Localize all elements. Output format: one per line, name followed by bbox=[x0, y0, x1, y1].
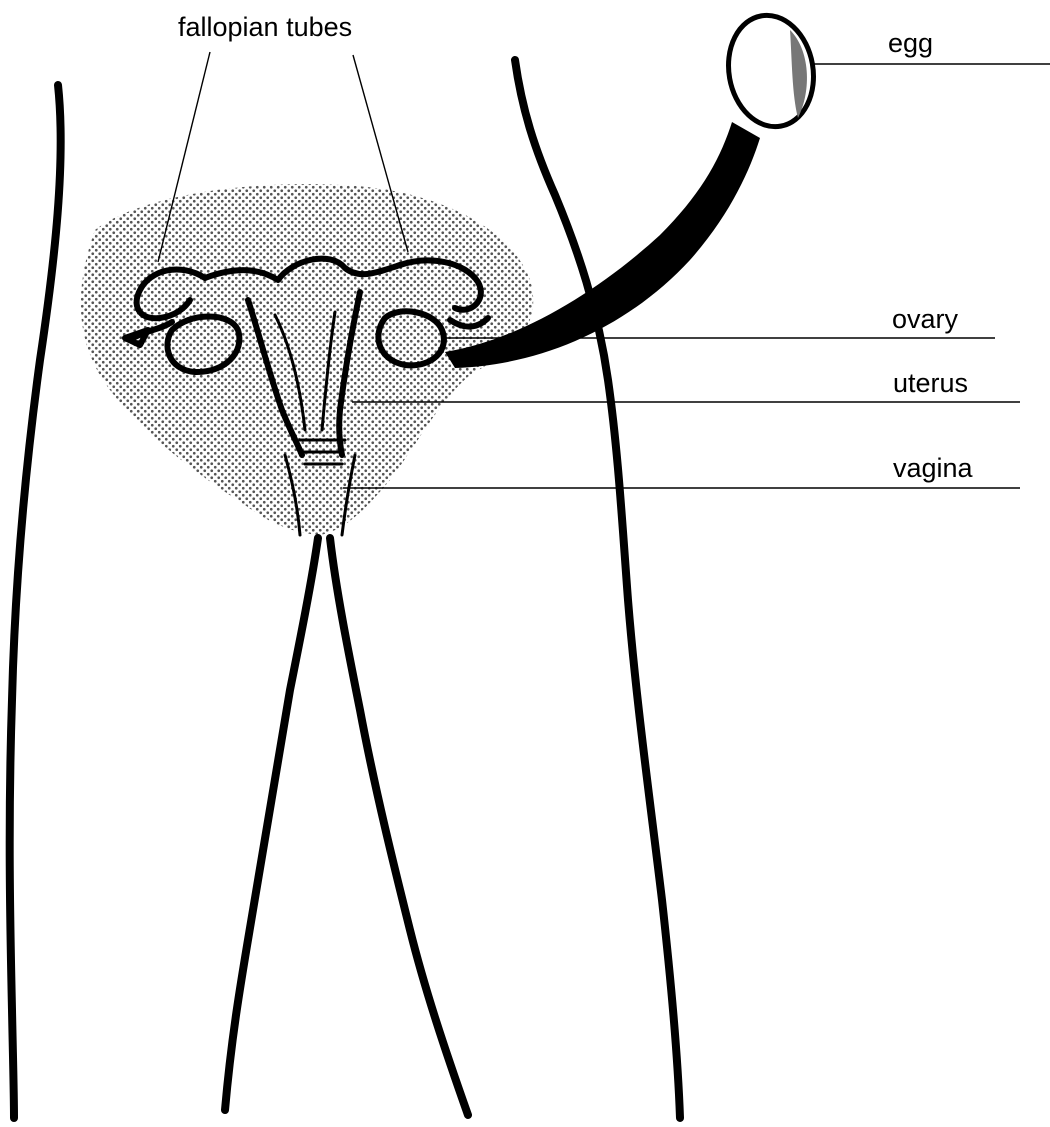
label-uterus: uterus bbox=[893, 368, 968, 398]
leg-inner-right bbox=[330, 538, 468, 1115]
label-vagina: vagina bbox=[893, 453, 974, 483]
label-ovary: ovary bbox=[892, 304, 959, 334]
body-outline-right bbox=[515, 60, 680, 1118]
label-egg: egg bbox=[888, 28, 933, 58]
leg-inner-left bbox=[225, 538, 318, 1110]
label-fallopian-tubes: fallopian tubes bbox=[178, 12, 352, 42]
body-outline-left bbox=[10, 85, 61, 1118]
egg-shape bbox=[720, 9, 822, 134]
